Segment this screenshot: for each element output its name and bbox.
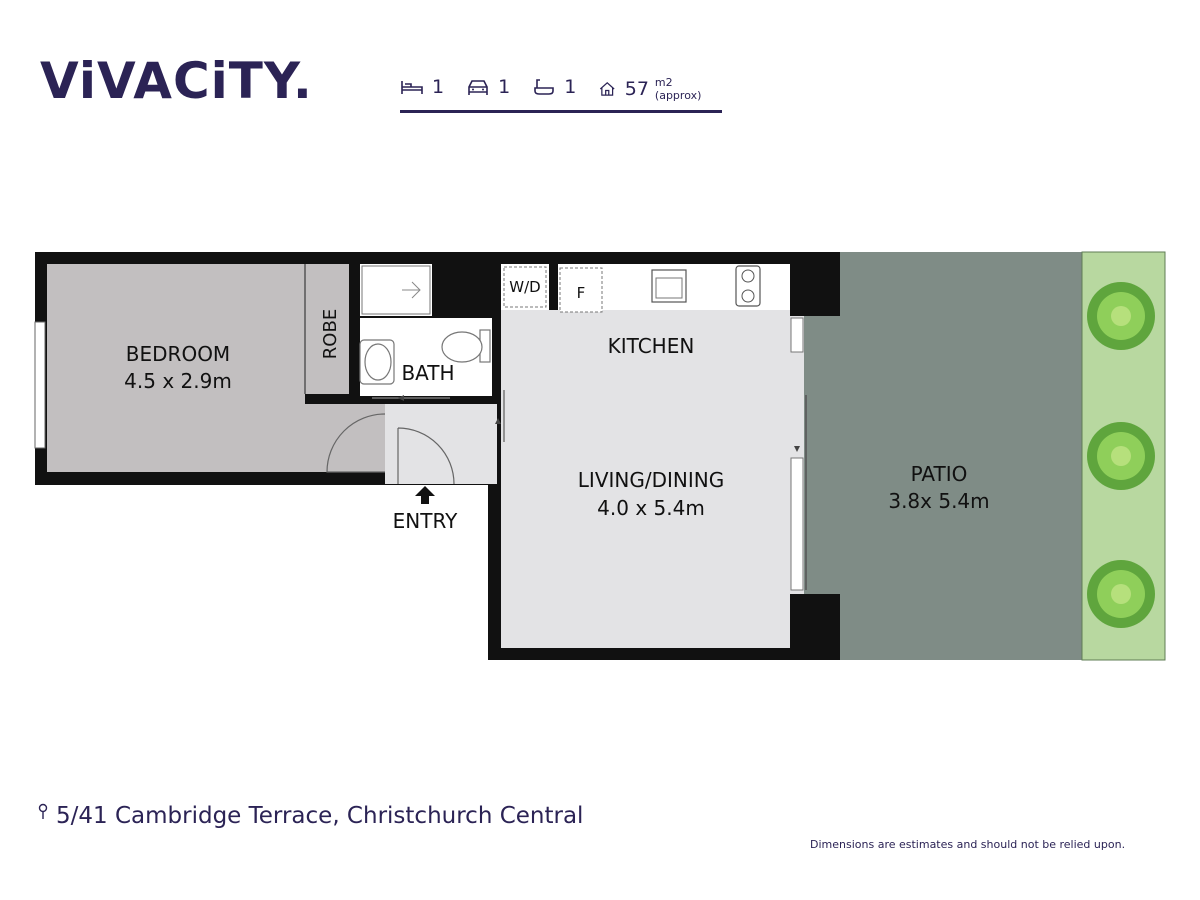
bath-label: BATH: [401, 361, 454, 385]
sliding-door: [790, 457, 804, 591]
area-value: 57: [624, 78, 649, 100]
disclaimer: Dimensions are estimates and should not …: [810, 838, 1126, 851]
living-floor: [501, 310, 790, 648]
bed-icon: [401, 81, 423, 94]
address-line: 5/41 Cambridge Terrace, Christchurch Cen…: [36, 803, 583, 829]
bedroom-floor: [47, 264, 305, 472]
house-icon: [600, 82, 615, 96]
bedroom-door-swing: [326, 413, 386, 473]
side-door-arrow-icon: [495, 418, 501, 424]
sink-bowl: [655, 277, 683, 299]
window-kitchen: [790, 317, 804, 353]
address-text: 5/41 Cambridge Terrace, Christchurch Cen…: [56, 803, 584, 829]
parking-stat: 1: [466, 76, 510, 98]
vivacity-logo: ViVACiTY.: [40, 52, 313, 110]
property-stats: 1 1 1 57 m2 (approx): [400, 76, 722, 113]
toilet-icon: [441, 331, 483, 363]
wd-box: [503, 266, 547, 308]
entry-door-swing: [397, 427, 455, 485]
bedroom-size: 4.5 x 2.9m: [124, 369, 232, 393]
bathrooms-count: 1: [564, 76, 577, 98]
wd-label: W/D: [509, 278, 540, 296]
fridge-label: F: [577, 284, 586, 302]
entry-arrow-icon: [415, 486, 435, 504]
bath-door-arrow-icon: [398, 395, 404, 401]
burner-icon: [741, 289, 755, 303]
living-label: LIVING/DINING: [578, 468, 724, 492]
entry-floor: [385, 404, 497, 484]
bath-icon: [534, 79, 554, 95]
shrub-icon: [1087, 422, 1155, 490]
area-stat: 57 m2 (approx): [598, 76, 707, 102]
patio-size: 3.8x 5.4m: [888, 489, 989, 513]
robe-floor: [305, 264, 349, 394]
shower-arrow-icon: [402, 281, 421, 299]
bedrooms-stat: 1: [400, 76, 444, 98]
patio-label: PATIO: [911, 462, 968, 486]
bedrooms-count: 1: [432, 76, 445, 98]
living-size: 4.0 x 5.4m: [597, 496, 705, 520]
robe-label: ROBE: [320, 309, 341, 359]
hallway-floor: [305, 404, 385, 472]
shrub-icon: [1087, 560, 1155, 628]
location-pin-icon: [38, 803, 48, 819]
patio-door-arrow-icon: [794, 446, 800, 452]
basin-icon: [364, 343, 392, 381]
shrub-icon: [1087, 282, 1155, 350]
patio-floor: [840, 252, 1082, 660]
entry-label: ENTRY: [393, 509, 458, 533]
kitchen-label: KITCHEN: [608, 334, 695, 358]
bedroom-window: [34, 321, 46, 449]
fridge-box: [559, 267, 603, 313]
car-icon: [468, 80, 488, 95]
parking-count: 1: [498, 76, 511, 98]
kitchen-bench: [604, 264, 790, 310]
area-unit: m2 (approx): [654, 76, 702, 102]
burner-icon: [741, 269, 755, 283]
bedroom-label: BEDROOM: [126, 342, 230, 366]
bathrooms-stat: 1: [532, 76, 576, 98]
cooktop-icon: [735, 265, 761, 307]
patio-recess: [804, 316, 840, 594]
